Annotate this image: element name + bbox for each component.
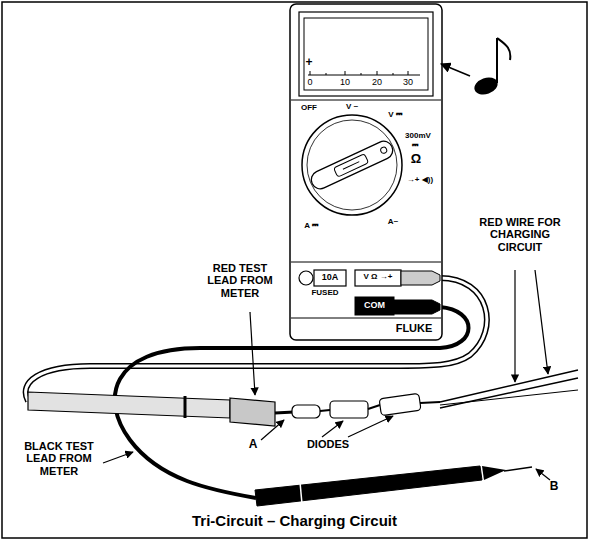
scale-number: 30	[398, 77, 418, 87]
black-test-probe	[255, 466, 532, 506]
jack-label: FUSED	[300, 289, 350, 298]
jack-label: COM	[355, 300, 394, 310]
scale-number: 20	[367, 77, 387, 87]
dial-setting: →+ ◀))	[400, 176, 440, 185]
scale-number: 0	[300, 77, 320, 87]
dial-setting: OFF	[294, 104, 324, 113]
figure-caption: Tri-Circuit – Charging Circuit	[100, 513, 489, 530]
leader-lines	[103, 270, 550, 480]
dial-setting: Ω	[404, 152, 428, 167]
dial-setting: A~	[378, 218, 408, 227]
brand-name: FLUKE	[388, 322, 440, 334]
point-label: B	[546, 480, 562, 493]
beep-note	[441, 38, 510, 98]
part-label: RED WIRE FOR CHARGING CIRCUIT	[470, 216, 570, 253]
dial-setting: V ⎓	[378, 111, 412, 120]
display-sign: +	[302, 56, 316, 69]
dial-setting: V ~	[337, 103, 367, 112]
charging-red-wire	[440, 370, 578, 408]
jack-label: 10A	[314, 272, 346, 282]
part-label: BLACK TEST LEAD FROM METER	[16, 440, 102, 477]
scale-number: 10	[335, 77, 355, 87]
point-label: A	[246, 438, 260, 451]
dial-setting: ⎓	[404, 142, 426, 151]
dial-setting: A ⎓	[294, 222, 328, 231]
dial-setting: 300mV	[398, 132, 438, 141]
part-label: DIODES	[296, 438, 360, 450]
test-lead-cables	[26, 278, 487, 498]
red-test-probe	[28, 392, 440, 426]
multimeter	[290, 4, 442, 340]
part-label: RED TEST LEAD FROM METER	[200, 262, 280, 299]
jack-label: V Ω →+	[355, 273, 401, 282]
